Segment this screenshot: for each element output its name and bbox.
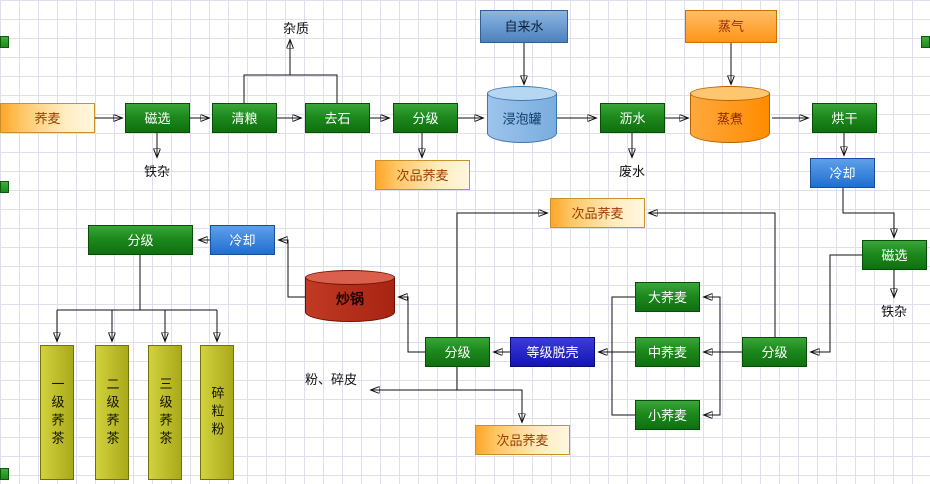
grid-artifact-1 <box>0 36 9 48</box>
label-impurities: 杂质 <box>283 21 310 36</box>
node-small-buckwheat: 小荞麦 <box>635 400 700 430</box>
node-drying: 烘干 <box>812 103 877 133</box>
node-stone-removal: 去石 <box>305 103 370 133</box>
node-magnetic-separation-2: 磁选 <box>862 240 927 270</box>
node-grading-3: 分级 <box>425 337 490 367</box>
grid-artifact-3 <box>0 468 9 480</box>
grid-artifact-2 <box>0 181 9 193</box>
label-waste-water: 废水 <box>619 164 646 179</box>
cylinder-body <box>690 94 770 143</box>
node-tap-water: 自来水 <box>480 10 568 43</box>
node-grade-hulling: 等级脱壳 <box>510 337 595 367</box>
label-iron-debris-1: 铁杂 <box>144 164 171 179</box>
node-grading-1: 分级 <box>393 103 458 133</box>
cylinder-top <box>690 86 770 101</box>
node-large-buckwheat: 大荞麦 <box>635 282 700 312</box>
node-raw-buckwheat: 荞麦 <box>0 103 95 133</box>
node-reject-buckwheat-1: 次品荞麦 <box>375 160 470 190</box>
node-frying-pot-label: 炒锅 <box>336 291 364 307</box>
node-tea-grade-2: 二级荞茶 <box>95 345 129 480</box>
node-steam: 蒸气 <box>685 10 777 43</box>
node-broken-grain-powder: 碎粒粉 <box>200 345 234 480</box>
cylinder-top <box>305 270 395 285</box>
cylinder-top <box>487 86 557 101</box>
node-grading-4: 分级 <box>88 225 193 255</box>
node-grain-cleaning: 清粮 <box>212 103 277 133</box>
node-draining: 沥水 <box>600 103 665 133</box>
node-soaking-tank-label: 浸泡罐 <box>502 110 542 126</box>
node-tea-grade-1: 一级荞茶 <box>40 345 74 480</box>
node-reject-buckwheat-3: 次品荞麦 <box>475 425 570 455</box>
node-soaking-tank: 浸泡罐 <box>487 86 557 143</box>
node-cooling-1: 冷却 <box>810 158 875 188</box>
node-tea-grade-3: 三级荞茶 <box>148 345 182 480</box>
grid-artifact-4 <box>921 36 930 48</box>
node-steam-cooking: 蒸煮 <box>690 86 770 143</box>
node-medium-buckwheat: 中荞麦 <box>635 337 700 367</box>
node-magnetic-separation-1: 磁选 <box>125 103 190 133</box>
node-steam-cooking-label: 蒸煮 <box>716 110 743 126</box>
node-cooling-2: 冷却 <box>210 225 275 255</box>
node-reject-buckwheat-2: 次品荞麦 <box>550 198 645 228</box>
label-iron-debris-2: 铁杂 <box>881 304 908 319</box>
node-grading-2: 分级 <box>742 337 807 367</box>
label-powder-broken-husk: 粉、碎皮 <box>305 372 358 387</box>
cylinder-body <box>487 94 557 143</box>
node-frying-pot: 炒锅 <box>305 270 395 322</box>
cylinder-body <box>305 278 395 322</box>
